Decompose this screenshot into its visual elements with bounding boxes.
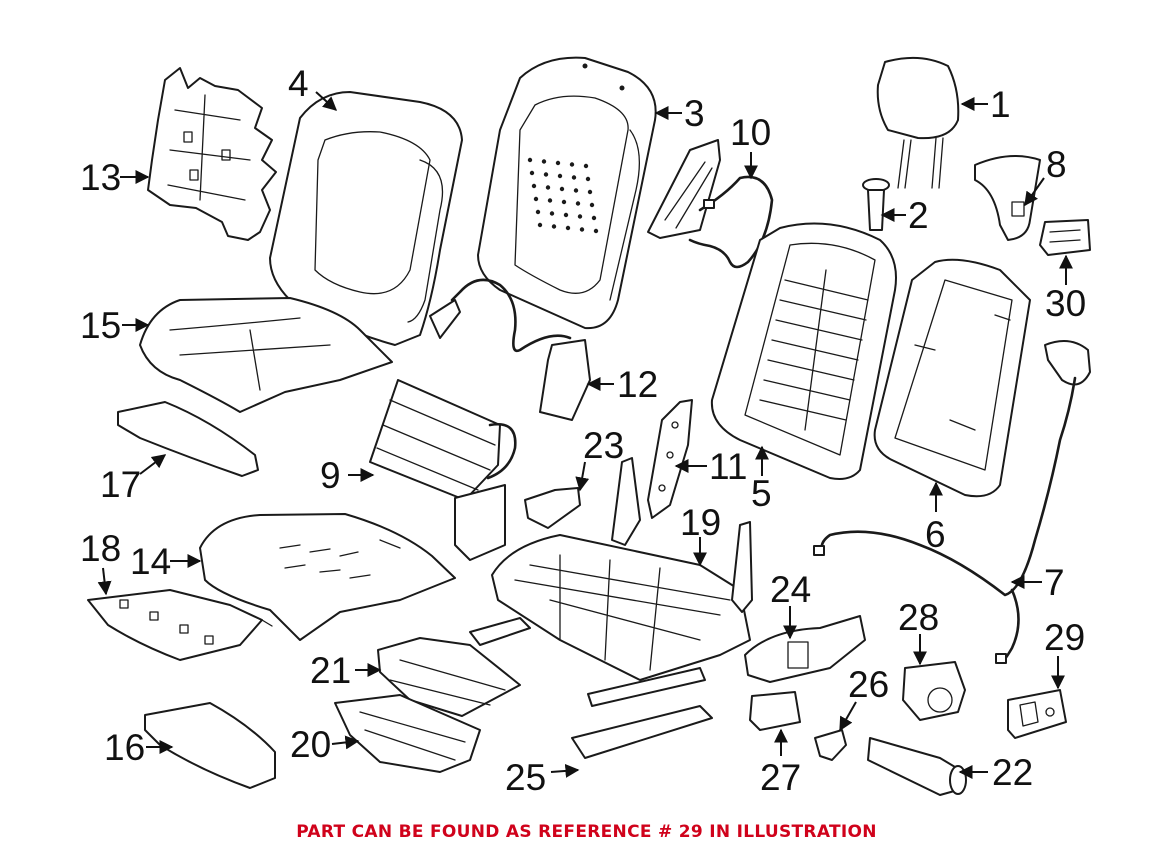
part-21-seat-extension [377, 637, 521, 717]
callout-4: 4 [288, 63, 309, 104]
callout-9: 9 [320, 455, 341, 496]
part-27-switch [749, 691, 801, 731]
perforation-dot [579, 227, 585, 232]
perforation-dot [593, 228, 599, 234]
part-15-cushion-cover [139, 297, 393, 413]
perforation-dot [569, 162, 575, 167]
callout-6: 6 [925, 514, 946, 555]
callout-30: 30 [1045, 283, 1086, 324]
perforation-dot [577, 214, 583, 219]
perforation-dot [573, 188, 579, 193]
callout-25: 25 [505, 757, 546, 798]
callout-13: 13 [80, 157, 121, 198]
callout-labels: 1 2 3 4 5 6 7 8 9 10 11 12 13 14 15 16 1… [80, 63, 1086, 798]
perforation-dot [547, 198, 553, 203]
callout-3: 3 [684, 93, 705, 134]
perforation-dot [591, 215, 597, 221]
perforation-dot [571, 175, 577, 180]
perforation-dot [563, 212, 569, 218]
perforation-dot [533, 196, 539, 202]
part-5-backrest-frame [710, 222, 897, 480]
callout-28: 28 [898, 597, 939, 638]
part-16-bolster [144, 702, 276, 789]
perforation-dot [559, 186, 565, 192]
part-30-switch [1039, 219, 1091, 256]
part-23-trim [524, 487, 581, 529]
part-12-control-module [429, 278, 591, 421]
part-29-seat-adjust-switch [1007, 689, 1067, 739]
callout-14: 14 [130, 541, 171, 582]
perforation-dot [555, 160, 561, 166]
part-22-drive-motor [867, 737, 967, 796]
callout-18: 18 [80, 528, 121, 569]
callout-20: 20 [290, 724, 331, 765]
callout-21: 21 [310, 650, 351, 691]
perforation-dot [575, 201, 581, 206]
perforation-dot [545, 185, 551, 190]
callout-23: 23 [583, 425, 624, 466]
part-25-rail-cover [571, 705, 713, 759]
callout-leaders [97, 91, 1073, 779]
callout-8: 8 [1046, 144, 1067, 185]
callout-19: 19 [680, 502, 721, 543]
part-17-bolster [117, 401, 259, 477]
part-10-airbag-module [647, 139, 774, 269]
part-1-headrest [876, 56, 960, 189]
perforation-dot [549, 211, 555, 216]
callout-12: 12 [617, 364, 658, 405]
perforation-dot [543, 172, 549, 177]
callout-1: 1 [990, 84, 1011, 125]
callout-11: 11 [709, 446, 747, 487]
part-18-heating-mat [87, 589, 273, 661]
part-7-wire-harness [813, 340, 1091, 664]
perforation-dot [589, 202, 595, 208]
callout-5: 5 [751, 473, 772, 514]
callout-15: 15 [80, 305, 121, 346]
callout-27: 27 [760, 757, 801, 798]
part-26-bracket [814, 729, 847, 761]
part-24-side-trim [744, 615, 866, 683]
part-3-backrest-cover-perforated [477, 56, 657, 330]
callout-22: 22 [992, 752, 1033, 793]
part-2-headrest-guide [862, 178, 890, 231]
callout-16: 16 [104, 727, 145, 768]
part-28-motor [902, 661, 966, 721]
perforation-dot [585, 176, 591, 182]
part-14-cushion-pad [199, 513, 456, 641]
callout-29: 29 [1044, 617, 1085, 658]
perforation-dot [531, 183, 537, 189]
perforation-dot [565, 225, 571, 231]
perforation-dot [561, 199, 567, 205]
perforation-dot [527, 157, 533, 163]
perforation-dot [551, 224, 557, 229]
callout-24: 24 [770, 569, 811, 610]
part-19-seat-frame [469, 457, 753, 707]
part-13-backrest-pad [147, 67, 277, 241]
perforation-dot [541, 159, 547, 164]
perforation-dot [583, 163, 589, 169]
perforation-dot [529, 170, 535, 176]
perforation-dot [587, 189, 593, 195]
callout-2: 2 [908, 195, 929, 236]
perforation-dots [527, 157, 599, 234]
reference-note: PART CAN BE FOUND AS REFERENCE # 29 IN I… [296, 822, 877, 842]
part-8-trim-cover [974, 155, 1041, 241]
part-9-lumbar-support [369, 379, 517, 561]
perforation-dot [535, 209, 541, 215]
callout-7: 7 [1044, 562, 1065, 603]
callout-17: 17 [100, 464, 141, 505]
perforation-dot [537, 222, 543, 228]
part-6-backrest-panel [873, 258, 1031, 498]
callout-10: 10 [730, 112, 771, 153]
part-11-side-bracket [647, 399, 693, 519]
perforation-dot [557, 173, 563, 179]
callout-26: 26 [848, 664, 889, 705]
